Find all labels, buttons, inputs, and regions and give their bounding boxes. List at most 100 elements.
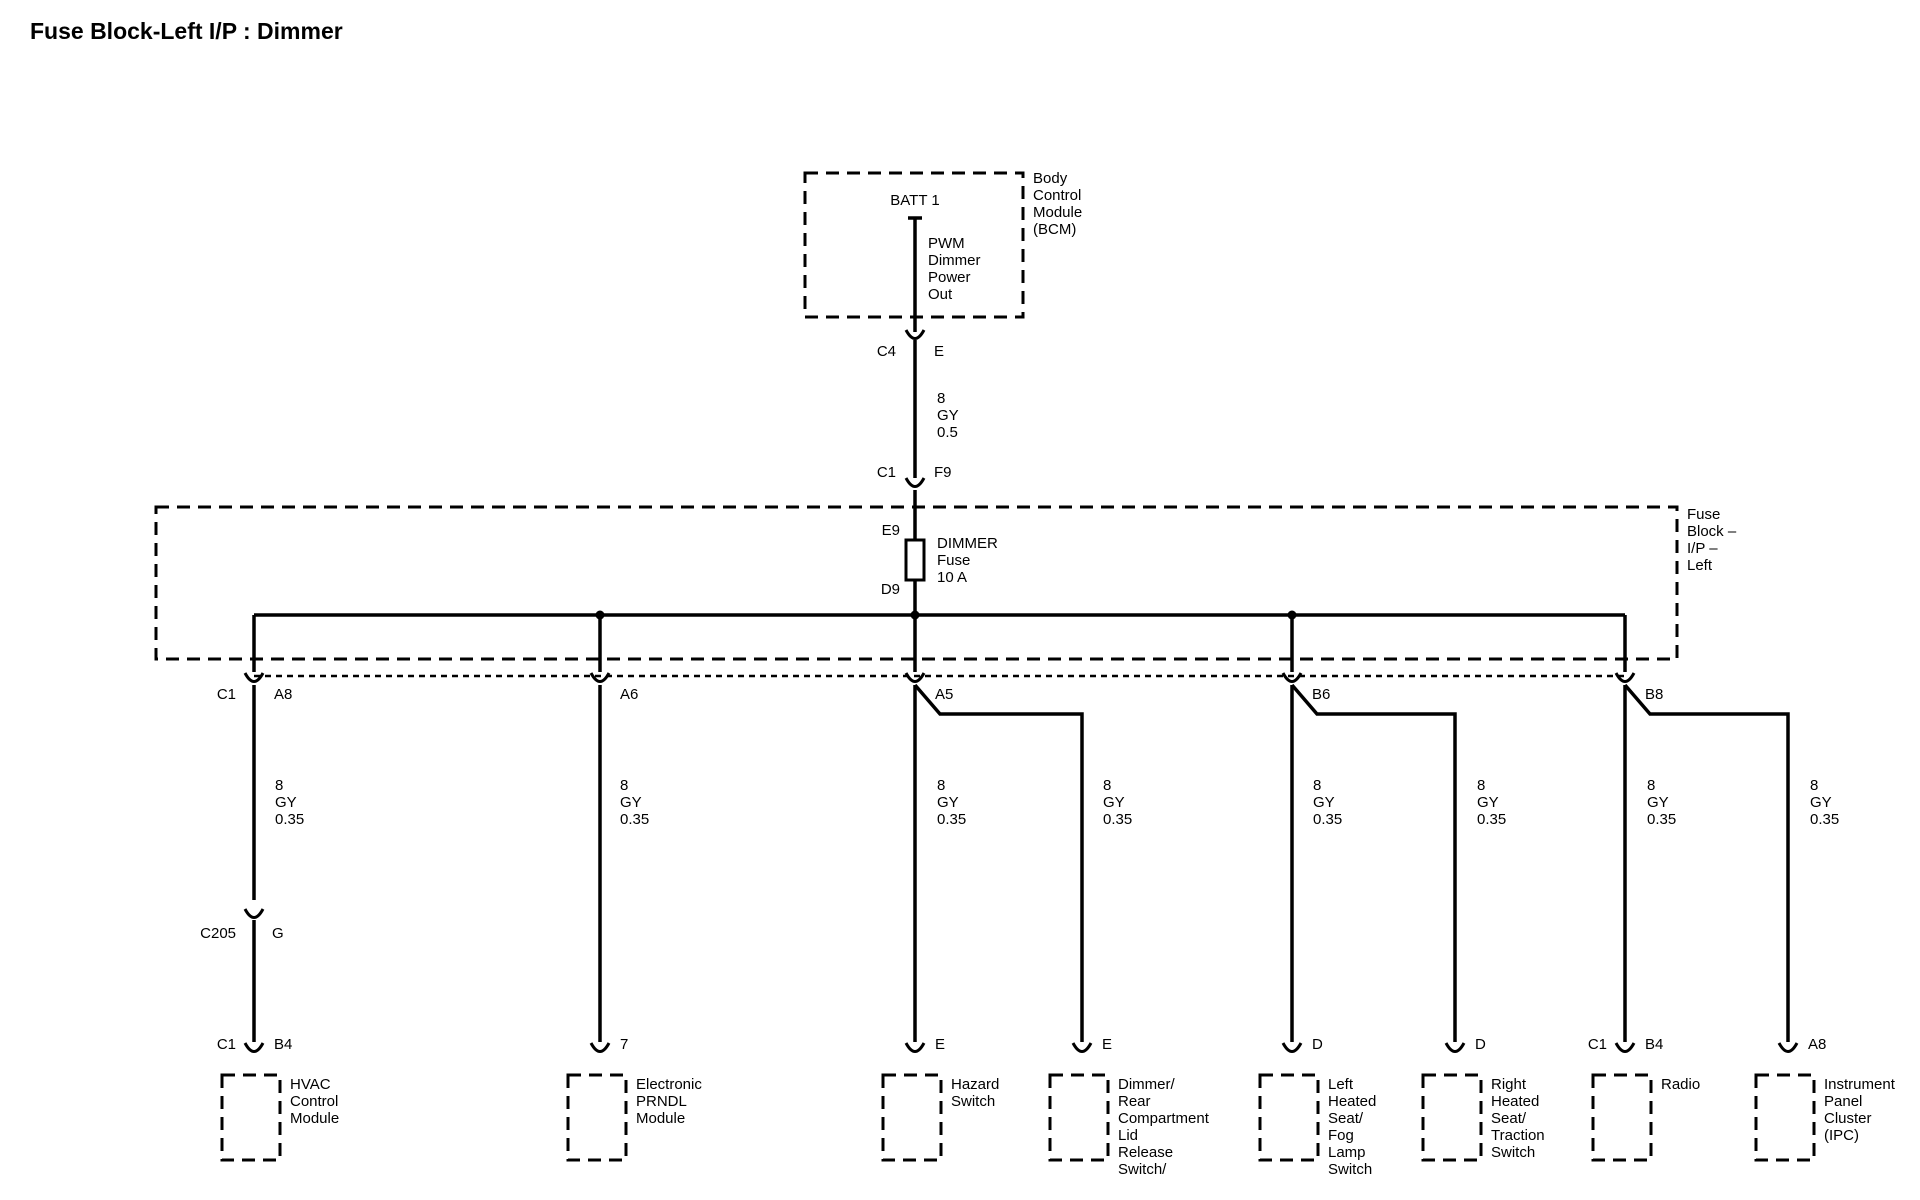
output-connector-symbol xyxy=(589,672,611,683)
branch-wire-label: 0.35 xyxy=(620,811,649,828)
branch-wire-label: 0.35 xyxy=(1477,811,1506,828)
fuse-block-input-pin-label: F9 xyxy=(934,464,952,481)
component-connector-symbol xyxy=(1777,1042,1799,1053)
feed-wire-label: GY xyxy=(937,407,959,424)
bcm-name-label: Body xyxy=(1033,170,1068,187)
branch-wire-label: 8 xyxy=(620,777,628,794)
component-name-label: Heated xyxy=(1328,1093,1376,1110)
fuse-block-name-label: I/P – xyxy=(1687,540,1718,557)
component-connector-symbol xyxy=(1071,1042,1093,1053)
branch-wire xyxy=(1623,683,1790,1042)
component-connector-label: C1 xyxy=(217,1036,236,1053)
bcm-signal-label: PWM xyxy=(928,235,965,252)
component-outline xyxy=(1421,1073,1483,1162)
branch-wire-label: 0.35 xyxy=(275,811,304,828)
bcm-signal-label: Dimmer xyxy=(928,252,981,269)
output-pin-label: B6 xyxy=(1312,686,1330,703)
component-name-label: Switch xyxy=(1491,1144,1535,1161)
component-connector-label: C1 xyxy=(1588,1036,1607,1053)
component-name-label: Seat/ xyxy=(1491,1110,1527,1127)
component-connector-symbol xyxy=(589,1042,611,1053)
branch-wire-label: 0.35 xyxy=(1313,811,1342,828)
branch-wire-label: GY xyxy=(620,794,642,811)
component-pin-label: A8 xyxy=(1808,1036,1826,1053)
branch-wire xyxy=(1290,683,1457,1042)
branch-wire-label: GY xyxy=(1647,794,1669,811)
component-name-label: Radio xyxy=(1661,1076,1700,1093)
feed-wire-label: 8 xyxy=(937,390,945,407)
fuse-block-input-connector-label: C1 xyxy=(877,464,896,481)
fuse-label: 10 A xyxy=(937,569,967,586)
bcm-connector-label: C4 xyxy=(877,343,896,360)
component-pin-label: E xyxy=(1102,1036,1112,1053)
component-name-label: HVAC xyxy=(290,1076,331,1093)
branch-wire-label: 8 xyxy=(275,777,283,794)
bcm-connector-symbol xyxy=(904,329,926,340)
component-outline xyxy=(1591,1073,1653,1162)
branch-wire-label: 8 xyxy=(1313,777,1321,794)
component-name-label: PRNDL xyxy=(636,1093,687,1110)
component-name-label: Release xyxy=(1118,1144,1173,1161)
component-name-label: (IPC) xyxy=(1824,1127,1859,1144)
component-name-label: Left xyxy=(1328,1076,1354,1093)
component-name-label: Traction xyxy=(1491,1127,1545,1144)
branch-wire-label: GY xyxy=(1810,794,1832,811)
branch-wire xyxy=(913,683,1084,1042)
component-pin-label: D xyxy=(1475,1036,1486,1053)
diagram-title: Fuse Block-Left I/P : Dimmer xyxy=(30,18,343,44)
bcm-name-label: Module xyxy=(1033,204,1082,221)
inline-connector-label: C205 xyxy=(200,925,236,942)
output-pin-label: A5 xyxy=(935,686,953,703)
fuse-label: DIMMER xyxy=(937,535,998,552)
fuse-block-name-label: Left xyxy=(1687,557,1713,574)
component-outline xyxy=(1258,1073,1320,1162)
fuse-in-label: E9 xyxy=(882,522,900,539)
bcm-pin-label: E xyxy=(934,343,944,360)
component-pin-label: 7 xyxy=(620,1036,628,1053)
fuse-block-name-label: Block – xyxy=(1687,523,1737,540)
branch-wire-label: 8 xyxy=(1810,777,1818,794)
component-name-label: Right xyxy=(1491,1076,1527,1093)
branch-wire-label: GY xyxy=(1477,794,1499,811)
component-connector-symbol xyxy=(1614,1042,1636,1053)
branch-wire-label: 8 xyxy=(1477,777,1485,794)
dimmer-fuse xyxy=(904,538,926,582)
fuse-block-input-connector-symbol xyxy=(904,477,926,488)
bcm-name-label: Control xyxy=(1033,187,1081,204)
branch-wire-label: 0.35 xyxy=(1810,811,1839,828)
fuse-out-label: D9 xyxy=(881,581,900,598)
component-name-label: Hazard xyxy=(951,1076,999,1093)
branch-wire-label: GY xyxy=(1103,794,1125,811)
output-connector-symbol xyxy=(904,672,926,683)
component-outline xyxy=(881,1073,943,1162)
component-name-label: Instrument xyxy=(1824,1076,1896,1093)
component-outline xyxy=(220,1073,282,1162)
component-name-label: Rear xyxy=(1118,1093,1151,1110)
bcm-signal-label: Out xyxy=(928,286,953,303)
branch-wire-label: GY xyxy=(937,794,959,811)
batt-label: BATT 1 xyxy=(890,192,939,209)
inline-pin-label: G xyxy=(272,925,284,942)
output-pin-label: A8 xyxy=(274,686,292,703)
output-connector-symbol xyxy=(1281,672,1303,683)
component-name-label: Switch xyxy=(951,1093,995,1110)
component-outline xyxy=(566,1073,628,1162)
output-pin-label: B8 xyxy=(1645,686,1663,703)
branch-wire-label: 8 xyxy=(937,777,945,794)
fuse-label: Fuse xyxy=(937,552,970,569)
bcm-name-label: (BCM) xyxy=(1033,221,1076,238)
component-connector-symbol xyxy=(243,1042,265,1053)
component-name-label: Seat/ xyxy=(1328,1110,1364,1127)
component-name-label: Module xyxy=(636,1110,685,1127)
bcm-signal-label: Power xyxy=(928,269,971,286)
feed-wire-label: 0.5 xyxy=(937,424,958,441)
component-name-label: Fog xyxy=(1328,1127,1354,1144)
component-name-label: Module xyxy=(290,1110,339,1127)
component-outline xyxy=(1754,1073,1816,1162)
component-name-label: Lamp xyxy=(1328,1144,1366,1161)
component-connector-symbol xyxy=(1281,1042,1303,1053)
component-name-label: Lid xyxy=(1118,1127,1138,1144)
output-connector-label: C1 xyxy=(217,686,236,703)
component-name-label: Heated xyxy=(1491,1093,1539,1110)
